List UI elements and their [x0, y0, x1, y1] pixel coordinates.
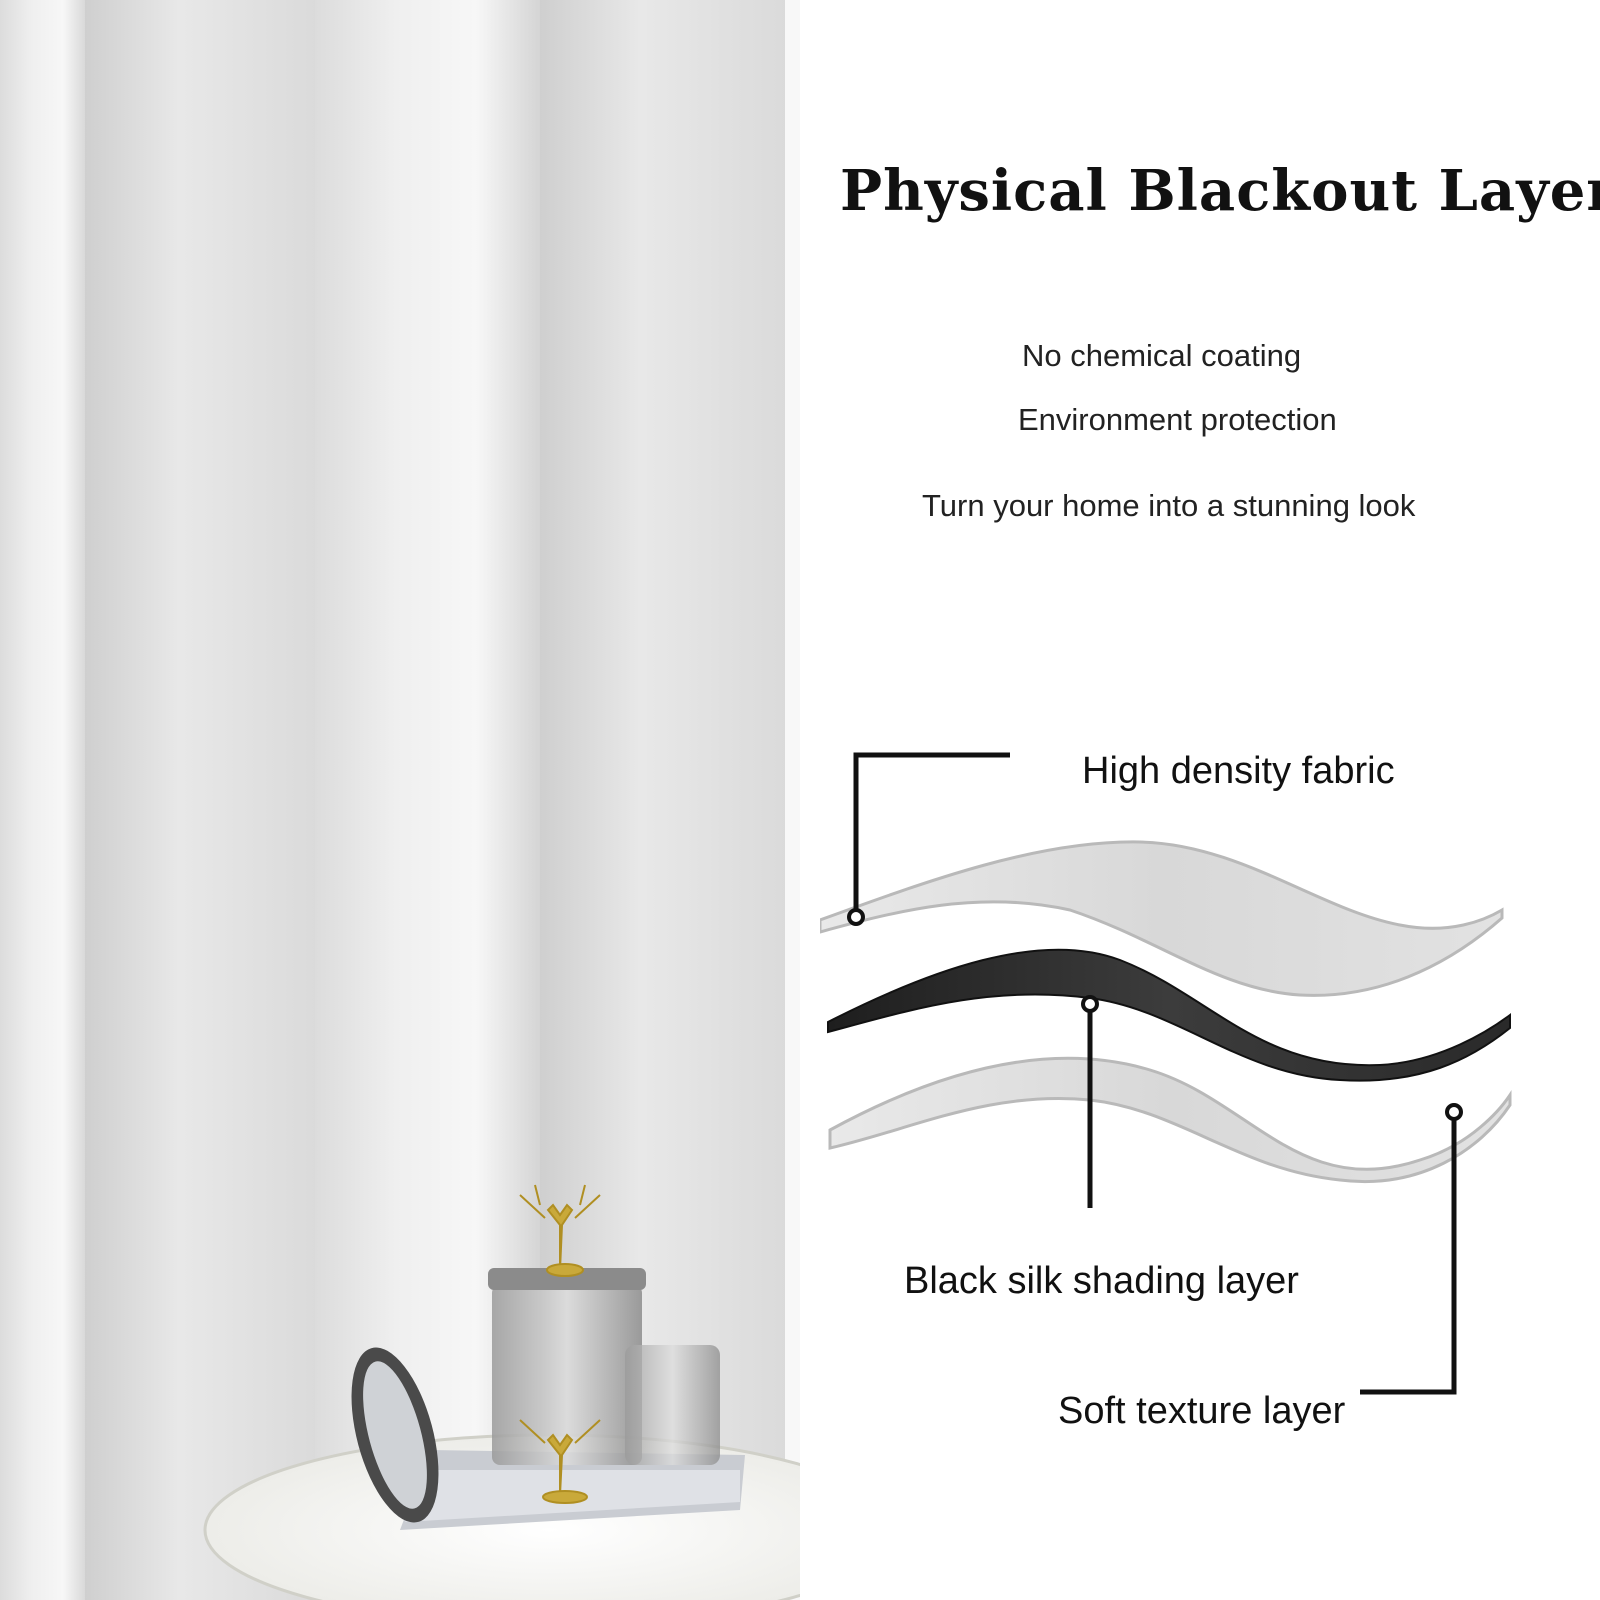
feature-item: Turn your home into a stunning look	[922, 488, 1416, 523]
layer-label-high-density: High density fabric	[1082, 750, 1395, 792]
callout-dot	[1081, 995, 1099, 1013]
feature-item: No chemical coating	[1022, 338, 1302, 373]
soft-texture-layer	[828, 1056, 1512, 1183]
layer-diagram	[820, 752, 1512, 1395]
callout-dot	[1445, 1103, 1463, 1121]
callout-dot	[847, 908, 865, 926]
layer-label-soft-texture: Soft texture layer	[1058, 1390, 1346, 1432]
high-density-fabric-layer	[820, 840, 1504, 997]
page-title: Physical Blackout Layer	[840, 158, 1600, 224]
curtain-photo	[0, 0, 800, 1600]
layer-label-black-silk: Black silk shading layer	[904, 1260, 1299, 1302]
feature-item: Environment protection	[1018, 402, 1337, 437]
black-shading-layer	[827, 948, 1511, 1082]
